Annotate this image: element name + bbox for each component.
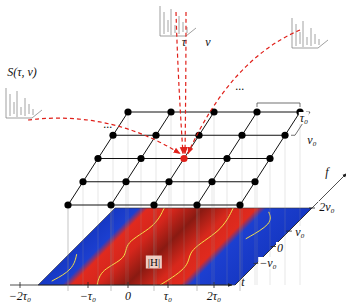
projection-line [68,205,69,291]
grid-point [107,201,114,208]
grid-point [238,132,245,139]
projection-line [214,112,215,285]
grid-point [79,178,86,185]
grid-point [208,178,215,185]
axis-label: 2ν₀ [318,201,336,213]
projection-line [240,205,241,291]
tick [88,282,89,288]
axis-label: −2τ₀ [8,290,33,302]
grid-point [253,108,260,115]
projection-line [184,159,185,286]
heatmap [38,208,312,285]
projection-line [111,205,112,291]
mapping-arrow [185,12,186,154]
tick [286,231,292,232]
grid-point [124,108,131,115]
contour [156,208,244,285]
axis-label: 0 [276,242,284,254]
axis-label: f [324,166,329,178]
contour [242,212,280,239]
projection-line [98,159,99,286]
axis-label: ... [235,80,246,92]
grid-point [281,132,288,139]
projection-line [242,135,243,285]
axis-label: −τ₀ [79,290,98,302]
spreading-function-glyph [292,18,328,48]
projection-line [83,182,84,285]
axis-label: τ [181,36,187,48]
grid-point [150,201,157,208]
mapping-arrow [188,30,300,154]
lattice [64,108,303,208]
magnitude-label: |H| [146,256,162,269]
projection-line [171,112,172,285]
selected-point [180,155,187,162]
grid-point [165,178,172,185]
projection-line [128,112,129,285]
axis-label: t [240,276,245,288]
grid-point [122,178,129,185]
axis-label: ... [103,118,114,130]
t-axis [10,285,232,286]
projection-line [212,182,213,285]
mapping-arrow [176,12,183,154]
spreading-function-glyph [6,88,42,118]
grid-point [193,201,200,208]
mapping-arrow [28,118,180,153]
projection-line [285,135,286,285]
projection-line [255,182,256,285]
grid-point [64,201,71,208]
spreading-function-glyph [160,6,196,36]
bracket [291,112,310,135]
grid-point [223,155,230,162]
axis-label: τ₀ [163,290,173,302]
grid-line [154,112,214,205]
axis-label: ν [204,36,211,48]
function-label: S(τ, ν) [6,66,38,78]
projection-line [113,135,114,285]
axis-label: ν₀ [294,226,306,238]
projection-line [154,205,155,291]
projection-line [197,205,198,291]
projection-line [227,159,228,286]
grid-point [266,155,273,162]
time-frequency-plane [38,208,312,285]
tick [168,282,169,288]
bracket [257,103,300,107]
axis-label: τ₀ [299,112,309,124]
grid-point [236,201,243,208]
grid-point [251,178,258,185]
projection-line [126,182,127,285]
projection-line [169,182,170,285]
grid-point [109,132,116,139]
axis-label: ν₀ [306,134,318,146]
grid-point [167,108,174,115]
contour [87,208,174,285]
tick [309,208,315,209]
projection-line [300,112,301,285]
grid-line [197,112,257,205]
plane-outline [38,208,312,285]
axis-label: 2τ₀ [206,290,222,302]
axis-label: 0 [124,290,132,302]
grid-line [240,112,300,205]
projection-line [141,159,142,286]
grid-point [137,155,144,162]
grid-point [94,155,101,162]
axis-label: −ν₀ [258,257,278,269]
grid-point [152,132,159,139]
tick [20,282,21,288]
projection-line [199,135,200,285]
f-axis [235,173,346,285]
